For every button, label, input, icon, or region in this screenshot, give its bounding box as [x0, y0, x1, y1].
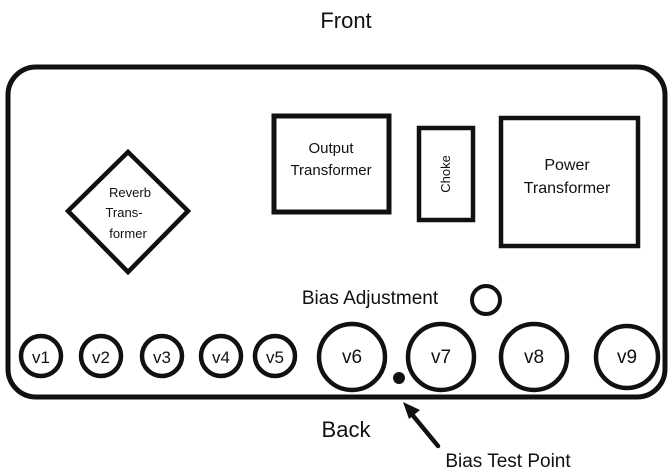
tube-label-v9: v9: [617, 347, 637, 368]
reverb-transformer-line-1: Reverb: [109, 185, 151, 200]
tube-label-v6: v6: [342, 347, 362, 368]
tube-v8: [498, 321, 570, 393]
chassis-outline: [5, 64, 668, 400]
tube-v3: [139, 333, 185, 379]
power-transformer-line-1: Power: [544, 157, 590, 174]
tube-v4: [198, 333, 244, 379]
tube-label-v1: v1: [32, 348, 50, 367]
bias-test-point-arrow: [403, 402, 441, 449]
reverb-transformer: Reverb Trans- former: [64, 148, 192, 276]
bias-test-point-label: Bias Test Point: [445, 451, 571, 472]
tube-v7: [405, 321, 477, 393]
tube-v6: [316, 321, 388, 393]
tube-label-v8: v8: [524, 347, 544, 368]
back-label: Back: [322, 417, 372, 442]
tube-label-v7: v7: [431, 347, 451, 368]
tube-label-v2: v2: [92, 348, 110, 367]
choke-label: Choke: [438, 155, 453, 193]
bias-adjustment-label: Bias Adjustment: [302, 288, 439, 309]
tube-v9: [593, 323, 661, 391]
reverb-transformer-line-2: Trans-: [105, 205, 142, 220]
bias-adjustment-pot-icon: [470, 284, 502, 316]
tube-label-v4: v4: [212, 348, 230, 367]
output-transformer-line-2: Transformer: [290, 162, 371, 179]
tube-label-v5: v5: [266, 348, 284, 367]
output-transformer: Output Transformer: [271, 113, 392, 215]
tube-row: v1 v2 v3 v4 v5 v6 v7 v8 v9: [18, 321, 661, 393]
front-label: Front: [320, 8, 371, 33]
tube-v1: [18, 333, 64, 379]
tube-v5: [252, 333, 298, 379]
choke: Choke: [416, 125, 476, 223]
reverb-transformer-line-3: former: [109, 226, 147, 241]
output-transformer-line-1: Output: [308, 140, 354, 157]
tube-v2: [78, 333, 124, 379]
power-transformer-line-2: Transformer: [524, 180, 611, 197]
bias-test-point-dot: [393, 372, 405, 384]
tube-label-v3: v3: [153, 348, 171, 367]
power-transformer: Power Transformer: [498, 115, 641, 249]
